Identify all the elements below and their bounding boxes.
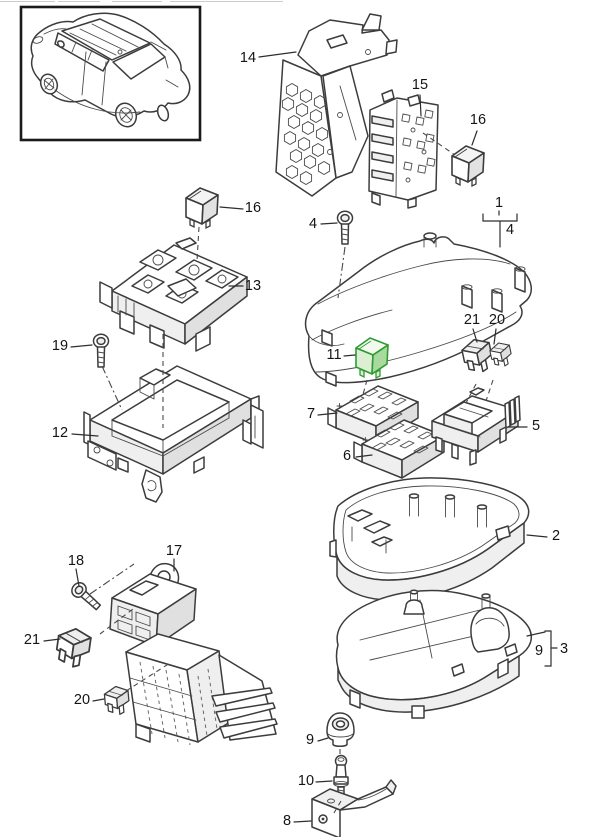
assembly-lines [89, 132, 494, 814]
callout-20-upper[interactable]: 20 [489, 312, 505, 328]
callout-16-upper[interactable]: 16 [470, 112, 486, 128]
part-5-relay-holder[interactable] [431, 387, 521, 466]
part-21-blade-fuse-lower[interactable] [53, 625, 93, 670]
callout-3[interactable]: 3 [560, 641, 568, 657]
part-14-support-bracket[interactable] [275, 13, 398, 197]
callout-8[interactable]: 8 [283, 813, 291, 829]
part-19-screw[interactable] [92, 333, 110, 368]
vehicle-illustration [30, 12, 191, 128]
callout-6[interactable]: 6 [343, 448, 351, 464]
callout-9-bottom[interactable]: 9 [306, 732, 314, 748]
leader-lines [43, 51, 558, 823]
callout-2[interactable]: 2 [552, 528, 560, 544]
vehicle-location-thumbnail [19, 5, 202, 142]
callout-4[interactable]: 4 [309, 216, 317, 232]
callout-21-lower[interactable]: 21 [24, 632, 40, 648]
callout-10[interactable]: 10 [298, 773, 314, 789]
callout-14[interactable]: 14 [240, 50, 256, 66]
callout-19[interactable]: 19 [52, 338, 68, 354]
part-12-mounting-frame[interactable] [83, 365, 264, 503]
callout-13[interactable]: 13 [245, 278, 261, 294]
part-8-bracket[interactable] [311, 779, 397, 837]
part-4-screw[interactable] [336, 210, 354, 245]
part-2-housing[interactable] [329, 477, 530, 607]
callout-12[interactable]: 12 [52, 425, 68, 441]
part-20-blade-fuse-lower[interactable] [103, 684, 131, 717]
callout-21-upper[interactable]: 21 [464, 312, 480, 328]
callout-9-right[interactable]: 9 [535, 643, 543, 659]
part-9-grommet[interactable] [326, 712, 355, 747]
part-20-blade-fuse-upper[interactable] [488, 340, 514, 369]
callout-labels: 14 15 16 1 4 4 16 13 21 20 11 19 7 6 5 1… [24, 50, 568, 829]
callout-1[interactable]: 1 [495, 195, 503, 211]
callout-17[interactable]: 17 [166, 543, 182, 559]
part-17-relay-carrier[interactable] [109, 562, 278, 746]
part-3-housing-bottom[interactable] [335, 589, 532, 719]
callout-18[interactable]: 18 [68, 553, 84, 569]
callout-20-lower[interactable]: 20 [74, 692, 90, 708]
part-6-fuse-holder[interactable] [353, 419, 445, 479]
callout-5[interactable]: 5 [532, 418, 540, 434]
part-15-fuse-box[interactable] [368, 89, 439, 209]
part-18-screw[interactable] [68, 579, 105, 614]
callout-15[interactable]: 15 [412, 77, 428, 93]
callout-4-inner[interactable]: 4 [506, 222, 514, 238]
part-16-relay-left[interactable] [185, 187, 219, 229]
callout-16-left[interactable]: 16 [245, 200, 261, 216]
callout-7[interactable]: 7 [307, 406, 315, 422]
part-13-fuse-box[interactable] [99, 237, 248, 352]
part-16-relay-upper[interactable] [451, 145, 485, 187]
callout-11[interactable]: 11 [326, 347, 341, 363]
